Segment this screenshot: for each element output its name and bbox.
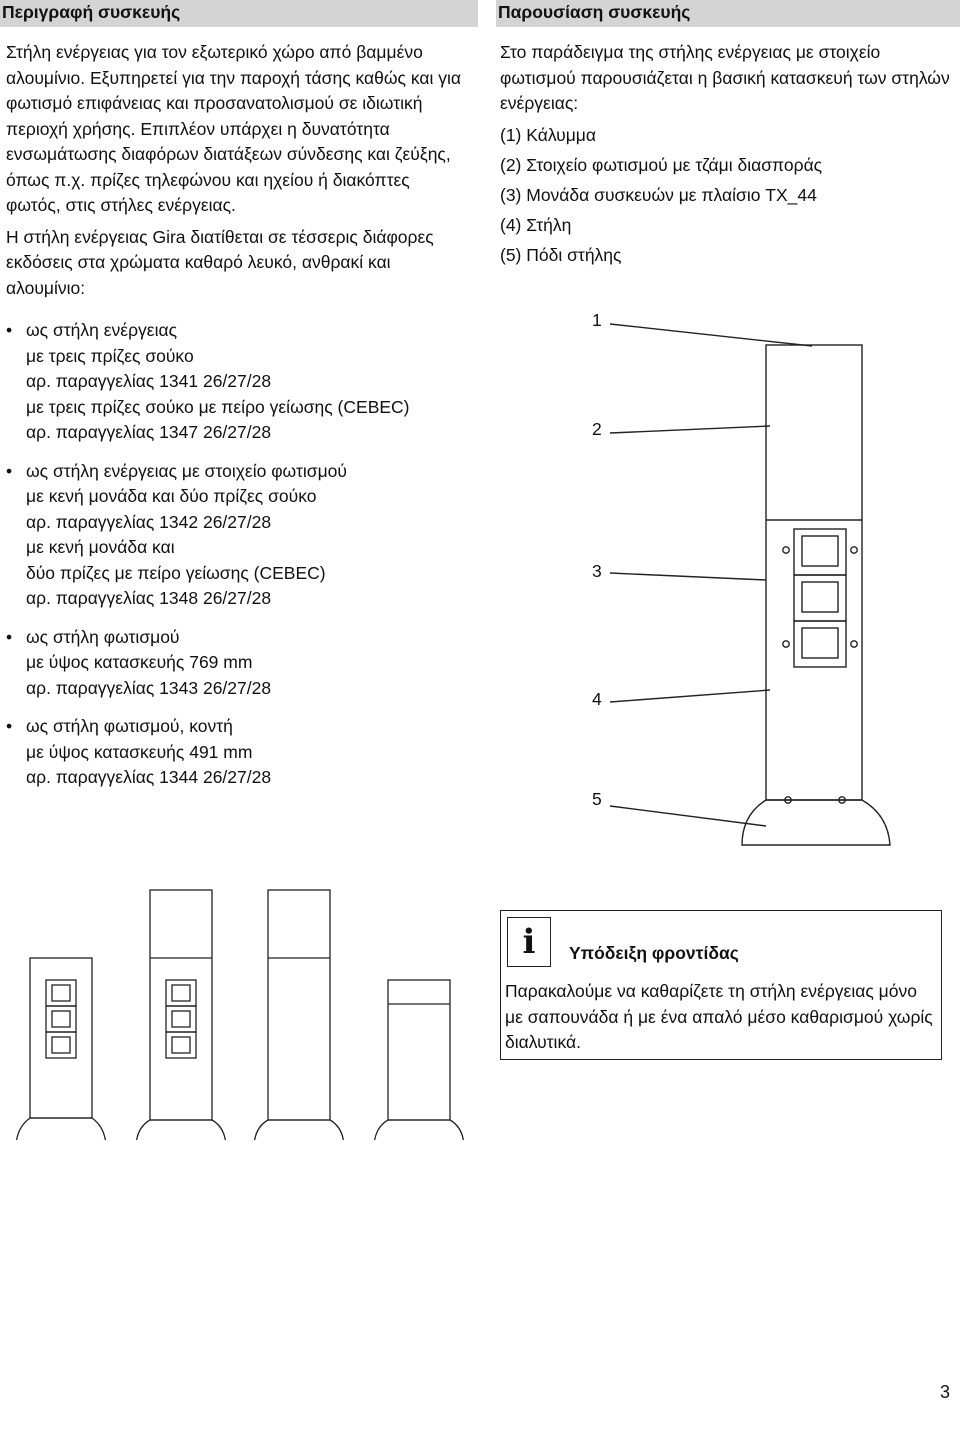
list-line: δύο πρίζες με πείρο γείωσης (CEBEC)	[26, 562, 326, 583]
column-diagram	[609, 323, 891, 846]
bullet-icon: •	[6, 716, 13, 736]
part-item-foot: (5) Πόδι στήλης	[500, 244, 622, 265]
list-line: ως στήλη ενέργειας	[26, 320, 178, 340]
list-line: με τρεις πρίζες σούκο	[26, 345, 194, 366]
callout-1: 1	[592, 310, 602, 330]
variant-socket-column	[16, 957, 106, 1140]
list-line: ως στήλη ενέργειας με στοιχείο φωτισμού	[26, 460, 347, 481]
bullet-icon: •	[6, 320, 13, 340]
part-item-device-unit: (3) Μονάδα συσκευών με πλαίσιο TX_44	[500, 184, 817, 205]
column-body	[765, 344, 863, 801]
part-item-column: (4) Στήλη	[500, 214, 572, 235]
description-column: Στήλη ενέργειας για τον εξωτερικό χώρο α…	[6, 40, 468, 804]
list-item: • ως στήλη ενέργειας με στοιχείο φωτισμο…	[6, 459, 468, 612]
overview-column: Στο παράδειγμα της στήλης ενέργειας με σ…	[500, 40, 956, 273]
bullet-icon: •	[6, 626, 13, 647]
list-line: με ύψος κατασκευής 491 mm	[26, 741, 253, 762]
list-line: αρ. παραγγελίας 1347 26/27/28	[26, 422, 272, 442]
care-note-box: i Υπόδειξη φροντίδας Παρακαλούμε να καθα…	[500, 910, 942, 1060]
variant-light-socket-column	[136, 889, 226, 1140]
device-unit	[782, 528, 858, 668]
list-line: με κενή μονάδα και δύο πρίζες σούκο	[26, 486, 317, 506]
list-line: αρ. παραγγελίας 1341 26/27/28	[26, 371, 272, 391]
list-line: αρ. παραγγελίας 1348 26/27/28	[26, 588, 272, 608]
callout-5: 5	[592, 789, 602, 809]
version-list: • ως στήλη ενέργειας με τρεις πρίζες σού…	[6, 318, 468, 791]
list-line: με τρεις πρίζες σούκο με πείρο γείωσης (…	[26, 396, 410, 417]
callout-2: 2	[592, 419, 602, 439]
leader-line-4	[609, 689, 771, 703]
heading-text: Παρουσίαση συσκευής	[498, 2, 691, 22]
variant-light-column	[254, 889, 344, 1140]
device-frame	[793, 620, 847, 668]
leader-line-2	[609, 425, 771, 434]
versions-paragraph: Η στήλη ενέργειας Gira διατίθεται σε τέσ…	[6, 226, 434, 298]
list-line: με ύψος κατασκευής 769 mm	[26, 652, 253, 672]
list-item: • ως στήλη ενέργειας με τρεις πρίζες σού…	[6, 318, 468, 446]
bullet-icon: •	[6, 460, 13, 481]
list-line: ως στήλη φωτισμού	[26, 626, 180, 647]
description-paragraph: Στήλη ενέργειας για τον εξωτερικό χώρο α…	[6, 42, 462, 215]
callout-4: 4	[592, 689, 602, 709]
list-line: με κενή μονάδα και	[26, 537, 175, 557]
variant-short-light-column	[374, 979, 464, 1140]
part-item-light: (2) Στοιχείο φωτισμού με τζάμι διασποράς	[500, 154, 823, 175]
leader-line-1	[609, 323, 813, 347]
list-line: αρ. παραγγελίας 1343 26/27/28	[26, 677, 272, 698]
list-line: ως στήλη φωτισμού, κοντή	[26, 716, 233, 736]
section-heading-description: Περιγραφή συσκευής	[0, 0, 478, 27]
care-note-body: Παρακαλούμε να καθαρίζετε τη στήλη ενέργ…	[505, 981, 933, 1052]
overview-intro: Στο παράδειγμα της στήλης ενέργειας με σ…	[500, 42, 950, 113]
list-item: • ως στήλη φωτισμού με ύψος κατασκευής 7…	[6, 625, 468, 702]
info-icon: i	[507, 917, 551, 967]
section-heading-overview: Παρουσίαση συσκευής	[496, 0, 960, 27]
part-item-cover: (1) Κάλυμμα	[500, 124, 597, 145]
page-number: 3	[940, 1382, 951, 1402]
leader-line-3	[609, 572, 767, 581]
care-note-title: Υπόδειξη φροντίδας	[569, 943, 739, 963]
column-foot	[741, 799, 891, 846]
variant-diagrams	[16, 889, 464, 1140]
leader-line-5	[609, 805, 767, 827]
list-line: αρ. παραγγελίας 1344 26/27/28	[26, 767, 272, 787]
list-line: αρ. παραγγελίας 1342 26/27/28	[26, 511, 272, 532]
heading-text: Περιγραφή συσκευής	[2, 2, 181, 22]
callout-3: 3	[592, 561, 602, 581]
list-item: • ως στήλη φωτισμού, κοντή με ύψος κατασ…	[6, 714, 468, 791]
